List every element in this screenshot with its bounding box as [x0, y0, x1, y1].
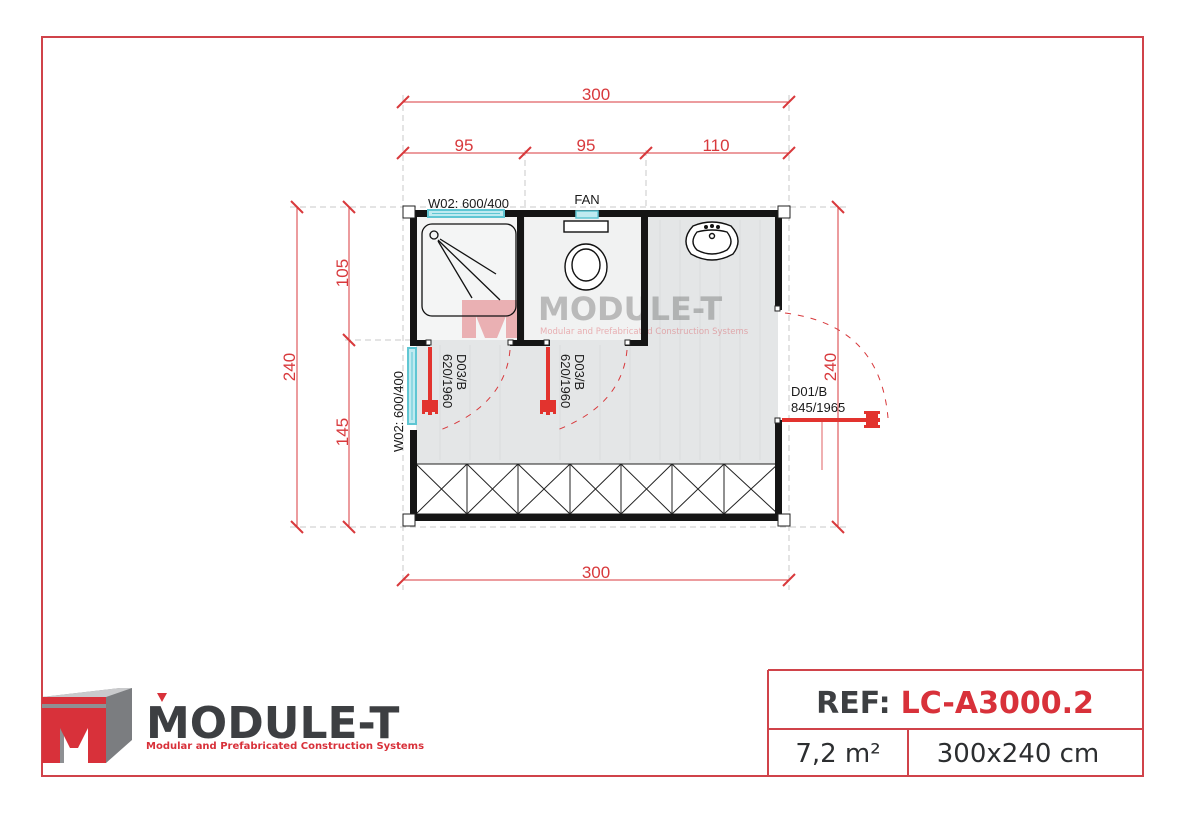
label-door-wc-code: D03/B [572, 354, 587, 390]
door-jambs [425, 305, 781, 424]
door-entry [782, 312, 889, 428]
door-shower [422, 347, 511, 431]
dim-bottom-total: 300 [582, 563, 610, 582]
toilet-icon [563, 220, 609, 291]
dimension-ticks [290, 95, 845, 587]
fan-icon [575, 210, 599, 219]
dim-top-seg-1: 95 [455, 136, 474, 155]
shower-room-floor [416, 216, 520, 340]
dim-left-total: 240 [280, 353, 299, 381]
washbasin-icon [685, 221, 739, 261]
dim-right-total: 240 [821, 353, 840, 381]
dim-left-seg-1: 105 [333, 259, 352, 287]
brand-logo: MODULE-T Modular and Prefabricated Const… [42, 688, 424, 763]
bench-zone [415, 463, 779, 515]
brand-name: MODULE-T [146, 698, 399, 749]
dimension-lines [296, 101, 839, 581]
title-ref: REF:LC-A3000.2 [816, 686, 1094, 721]
dim-top-total: 300 [582, 85, 610, 104]
label-door-shower-code: D03/B [454, 354, 469, 390]
label-door-wc-size: 620/1960 [558, 354, 573, 408]
door-wc [540, 347, 628, 431]
title-area: 7,2 m² [795, 739, 880, 769]
label-window-left: W02: 600/400 [391, 371, 406, 452]
title-block [767, 669, 1143, 776]
label-fan: FAN [574, 192, 599, 207]
label-window-top: W02: 600/400 [428, 196, 509, 211]
title-size: 300x240 cm [937, 739, 1100, 769]
svg-text:MODULE-T: MODULE-T [538, 290, 722, 328]
brand-m-mark [42, 708, 106, 763]
label-door-entry-size: 845/1965 [791, 400, 845, 415]
dim-top-seg-2: 95 [577, 136, 596, 155]
window-left [407, 347, 417, 425]
label-door-entry-code: D01/B [791, 384, 827, 399]
drawing-frame [41, 36, 1144, 777]
shower-tray-icon [421, 223, 517, 317]
floor-texture [439, 220, 761, 460]
dim-left-seg-2: 145 [333, 418, 352, 446]
corner-posts [402, 205, 791, 527]
dim-top-seg-3: 110 [702, 136, 729, 155]
brand-tagline: Modular and Prefabricated Construction S… [146, 741, 424, 752]
window-top [427, 209, 505, 218]
extension-lines [290, 95, 850, 590]
label-door-shower-size: 620/1960 [440, 354, 455, 408]
